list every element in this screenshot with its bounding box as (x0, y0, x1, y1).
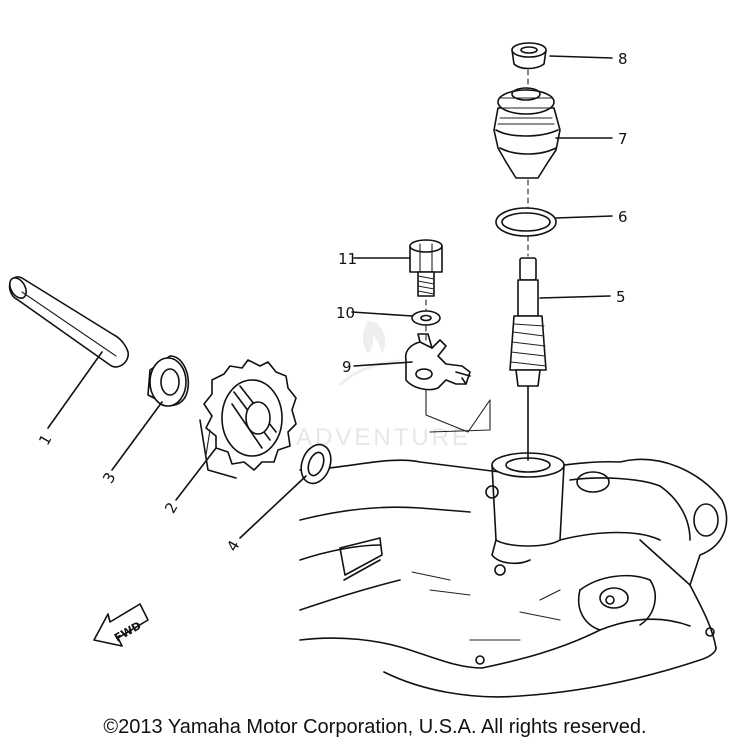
copyright-notice: ©2013 Yamaha Motor Corporation, U.S.A. A… (103, 716, 647, 738)
part-number-10: 10 (336, 304, 355, 322)
leader-lines (47, 55, 613, 539)
alignment-lines (425, 69, 529, 343)
part-number-9: 9 (342, 358, 352, 376)
part-number-6: 6 (618, 208, 628, 226)
part-number-8: 8 (618, 50, 628, 68)
washer-part-10 (411, 310, 441, 326)
part-number-4: 4 (223, 537, 243, 554)
fwd-direction-arrow: FWD (93, 603, 149, 647)
part-number-5: 5 (616, 288, 626, 306)
part-number-11: 11 (338, 250, 357, 268)
part-number-1: 1 (35, 431, 55, 448)
gear-housing-boss (491, 452, 565, 565)
idler-gear-part-2 (199, 359, 297, 479)
part-number-7: 7 (618, 130, 628, 148)
seal-part-8 (511, 42, 547, 70)
driven-shaft-part-5 (509, 257, 547, 461)
bracket-dashed-outline (425, 384, 491, 433)
part-number-2: 2 (161, 499, 181, 516)
part-number-3: 3 (99, 469, 119, 486)
plate-part-9 (404, 333, 471, 391)
washer-part-4 (300, 443, 332, 485)
bearing-part-3 (147, 355, 190, 407)
crankcase-housing (299, 458, 728, 698)
housing-part-7 (493, 87, 561, 179)
shaft-part-1 (8, 276, 129, 368)
o-ring-part-6 (495, 207, 557, 237)
bolt-part-11 (409, 239, 443, 297)
